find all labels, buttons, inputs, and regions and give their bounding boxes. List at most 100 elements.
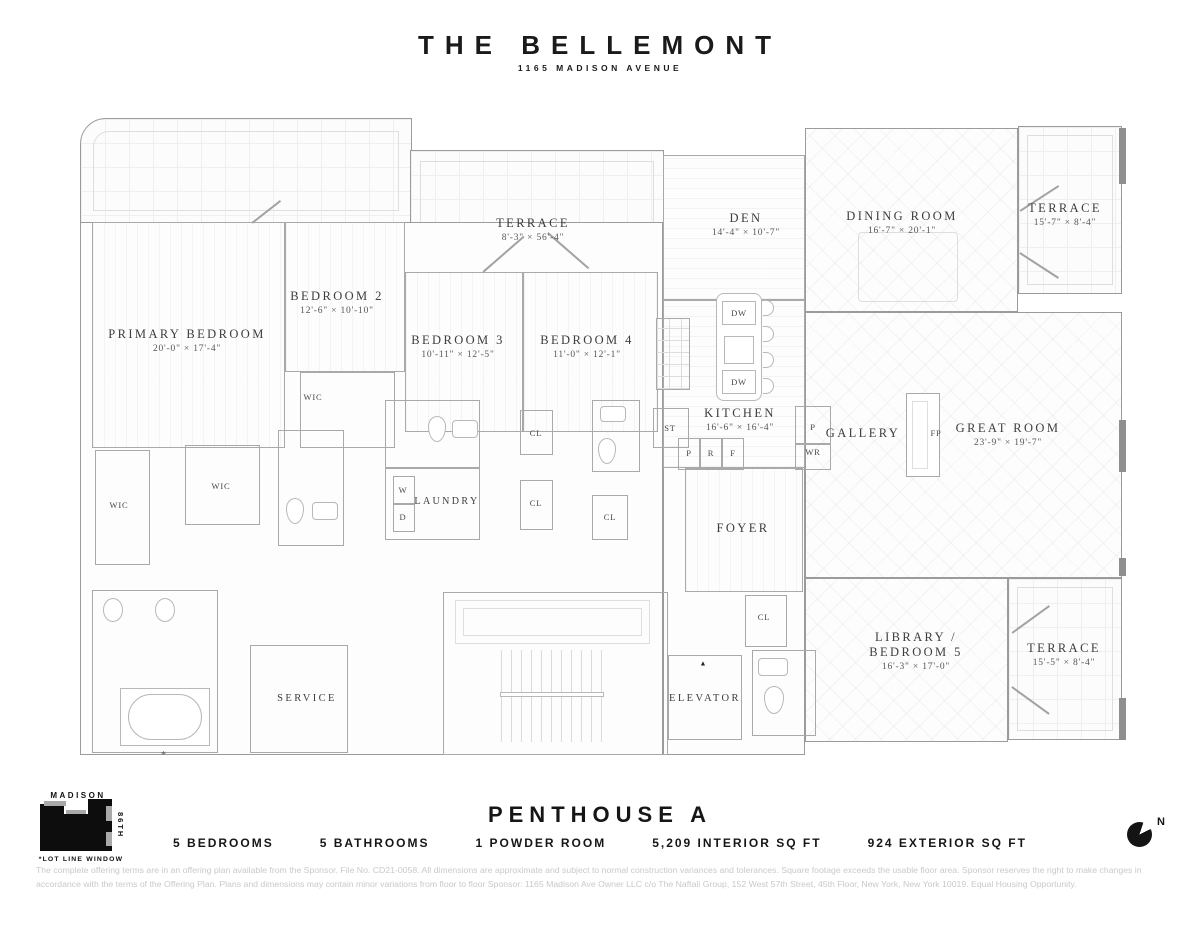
room-primary-bath bbox=[92, 590, 218, 753]
label-pantry: P bbox=[686, 448, 692, 458]
terrace-parapet-line bbox=[1017, 587, 1113, 731]
bathtub-icon bbox=[128, 694, 202, 740]
label-fireplace: FP bbox=[930, 428, 942, 438]
room-wic-west bbox=[95, 450, 150, 565]
room-name: TERRACE bbox=[1028, 201, 1102, 215]
label-st: ST bbox=[664, 423, 676, 433]
label-den: DEN 14'-4" × 10'-7" bbox=[712, 211, 780, 238]
label-wic: WIC bbox=[303, 392, 323, 402]
keyplan-street-86th: 86TH bbox=[116, 812, 125, 839]
stair-handrail bbox=[500, 692, 604, 697]
stool-icon bbox=[763, 352, 774, 368]
keyplan-lotline-segment bbox=[106, 806, 112, 821]
lot-line-window-marker bbox=[1119, 420, 1126, 472]
unit-stats: 5 BEDROOMS 5 BATHROOMS 1 POWDER ROOM 5,2… bbox=[0, 836, 1200, 850]
room-dims: 20'-0" × 17'-4" bbox=[152, 344, 222, 354]
room-name: SERVICE bbox=[277, 693, 337, 704]
pantry-p bbox=[678, 438, 700, 470]
dishwasher-icon bbox=[722, 301, 756, 325]
sink-icon bbox=[155, 598, 175, 622]
wine-refrigerator bbox=[795, 444, 831, 470]
keyplan-building-step bbox=[88, 799, 112, 809]
toilet-icon bbox=[428, 416, 446, 442]
terrace-northeast bbox=[1018, 126, 1122, 294]
sink-icon bbox=[724, 336, 754, 364]
room-name: DINING ROOM bbox=[846, 209, 958, 223]
room-name: GALLERY bbox=[825, 426, 901, 440]
terrace-parapet-line bbox=[93, 131, 399, 211]
sink-icon bbox=[452, 420, 478, 438]
label-elevator: ELEVATOR bbox=[669, 693, 741, 704]
room-name: TERRACE bbox=[496, 216, 570, 230]
room-name: BEDROOM 5 bbox=[869, 645, 963, 659]
room-name: FOYER bbox=[716, 521, 770, 535]
room-dims: 14'-4" × 10'-7" bbox=[711, 228, 781, 238]
room-name: LIBRARY / bbox=[875, 630, 957, 644]
keyplan-lotline-note: *LOT LINE WINDOW bbox=[38, 856, 124, 863]
closet-foyer bbox=[745, 595, 787, 647]
north-label: N bbox=[1157, 816, 1165, 828]
label-primary-bedroom: PRIMARY BEDROOM 20'-0" × 17'-4" bbox=[108, 327, 265, 354]
keyplan-street-madison: MADISON bbox=[50, 791, 106, 800]
label-great-room: GREAT ROOM 23'-9" × 19'-7" bbox=[956, 421, 1061, 448]
stool-icon bbox=[763, 326, 774, 342]
label-kitchen: KITCHEN 16'-6" × 16'-4" bbox=[704, 406, 776, 433]
keyplan-lotline-segment bbox=[106, 832, 112, 846]
label-washer: W bbox=[398, 485, 408, 495]
pantry-r bbox=[700, 438, 722, 470]
stat-bathrooms: 5 BATHROOMS bbox=[319, 836, 430, 850]
stair-opening-line bbox=[463, 608, 642, 636]
dryer-box bbox=[393, 504, 415, 532]
room-bedroom2 bbox=[285, 222, 405, 372]
sink-icon bbox=[312, 502, 338, 520]
room-bedroom4 bbox=[523, 272, 658, 432]
lot-line-asterisk: * bbox=[161, 750, 166, 761]
room-bath-hall bbox=[385, 400, 480, 468]
room-name: ELEVATOR bbox=[669, 693, 741, 704]
room-dims: 16'-6" × 16'-4" bbox=[705, 423, 775, 433]
room-name: PRIMARY BEDROOM bbox=[108, 327, 266, 341]
building-address: 1165 MADISON AVENUE bbox=[517, 63, 683, 73]
stair-opening bbox=[455, 600, 650, 644]
closet bbox=[520, 410, 553, 455]
room-primary-bedroom bbox=[92, 222, 285, 448]
lot-line-window-marker bbox=[1119, 698, 1126, 740]
label-wic: WIC bbox=[211, 481, 231, 491]
sink-icon bbox=[600, 406, 626, 422]
room-bedroom3 bbox=[405, 272, 523, 432]
room-name: LAUNDRY bbox=[414, 496, 480, 507]
label-laundry: LAUNDRY bbox=[414, 496, 479, 507]
room-dims: 16'-3" × 17'-0" bbox=[881, 662, 951, 672]
legal-disclaimer: The complete offering terms are in an of… bbox=[36, 865, 1142, 889]
room-service bbox=[250, 645, 348, 753]
room-name: GREAT ROOM bbox=[955, 421, 1061, 435]
room-name: DEN bbox=[729, 211, 763, 225]
fireplace-inner bbox=[912, 401, 928, 469]
label-cl: CL bbox=[757, 612, 771, 622]
building-title: THE BELLEMONT bbox=[418, 30, 782, 60]
keyplan-lotline-segment bbox=[44, 801, 66, 806]
room-name: KITCHEN bbox=[704, 406, 776, 420]
label-pantry: P bbox=[810, 422, 816, 432]
label-dishwasher: DW bbox=[731, 308, 747, 318]
keyplan-lotline-segment bbox=[66, 810, 86, 814]
terrace-top-west bbox=[80, 118, 412, 223]
washer-box bbox=[393, 476, 415, 504]
room-name: BEDROOM 4 bbox=[540, 333, 634, 347]
room-laundry bbox=[385, 468, 480, 540]
dishwasher-icon bbox=[722, 370, 756, 394]
dining-room-walls bbox=[805, 128, 1018, 312]
label-terrace-top: TERRACE 8'-3" × 56'-4" bbox=[496, 216, 570, 243]
room-dims: 12'-6" × 10'-10" bbox=[300, 306, 374, 316]
label-refrigerator: R bbox=[707, 448, 715, 458]
room-name: BEDROOM 3 bbox=[411, 333, 505, 347]
stair-hall bbox=[443, 592, 668, 755]
label-bedroom4: BEDROOM 4 11'-0" × 12'-1" bbox=[540, 333, 633, 360]
label-cl: CL bbox=[529, 428, 543, 438]
room-den bbox=[663, 155, 805, 300]
north-arrow-icon bbox=[1127, 822, 1152, 847]
room-wic-primary bbox=[185, 445, 260, 525]
terrace-southeast bbox=[1008, 578, 1122, 740]
room-dims: 16'-7" × 20'-1" bbox=[867, 226, 937, 236]
